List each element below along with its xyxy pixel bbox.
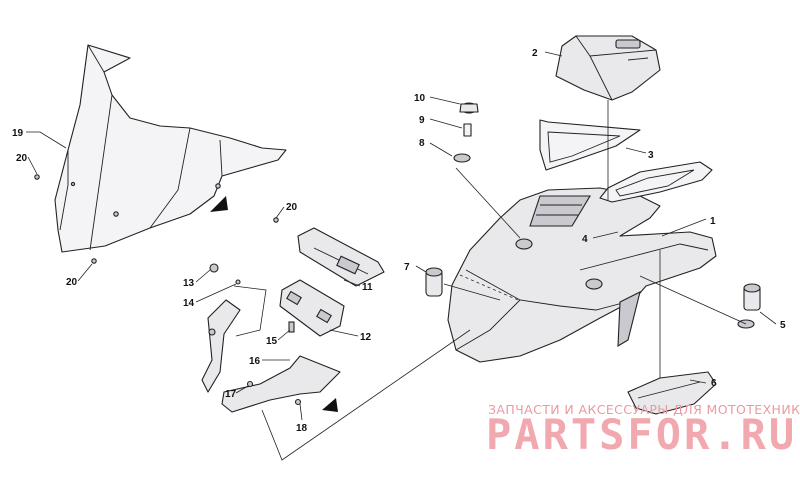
part-5-fitting xyxy=(737,283,761,329)
windshield-screws xyxy=(34,174,279,264)
callout-15: 15 xyxy=(266,336,278,347)
lens-lower xyxy=(599,161,713,203)
callout-18: 18 xyxy=(296,423,308,434)
callout-3: 3 xyxy=(648,150,654,161)
callout-10: 10 xyxy=(414,93,426,104)
callout-5: 5 xyxy=(780,320,786,331)
callout-20-b: 20 xyxy=(286,202,298,213)
callout-9: 9 xyxy=(419,115,425,126)
callout-16: 16 xyxy=(249,356,261,367)
callout-19: 19 xyxy=(12,128,24,139)
hardware-13-14-15-17-18 xyxy=(209,263,302,406)
lower-bracket-part-16 xyxy=(201,299,341,413)
callout-labels: 1 2 3 4 5 6 7 8 9 10 11 12 13 14 15 16 1… xyxy=(12,48,786,434)
callout-8: 8 xyxy=(419,138,425,149)
part-6-panel xyxy=(627,371,717,415)
callout-1: 1 xyxy=(710,216,716,227)
callout-13: 13 xyxy=(183,278,195,289)
callout-11: 11 xyxy=(362,282,373,293)
callout-20-c: 20 xyxy=(66,277,78,288)
leader-lines xyxy=(26,51,777,461)
direction-arrow-windshield xyxy=(210,196,228,212)
watermark-subtitle: ЗАПЧАСТИ И АКСЕССУАРЫ ДЛЯ МОТОТЕХНИКИ xyxy=(488,402,800,417)
hood xyxy=(447,187,717,363)
cover-part-2 xyxy=(555,35,661,101)
callout-7: 7 xyxy=(404,262,410,273)
callout-4: 4 xyxy=(582,234,588,245)
callout-20-a: 20 xyxy=(16,153,28,164)
lens-upper xyxy=(539,119,641,171)
knob-assembly xyxy=(453,102,479,163)
windshield xyxy=(54,44,287,253)
callout-14: 14 xyxy=(183,298,195,309)
watermark-brand: PARTSFOR.RU xyxy=(486,410,798,459)
callout-6: 6 xyxy=(711,378,717,389)
mount-bracket-part-12 xyxy=(279,279,345,337)
direction-arrow-bracket xyxy=(322,398,338,412)
gauge-housing-part-11 xyxy=(297,227,385,287)
callout-2: 2 xyxy=(532,48,538,59)
part-7-connector xyxy=(425,267,443,297)
callout-12: 12 xyxy=(360,332,372,343)
callout-17: 17 xyxy=(225,389,237,400)
